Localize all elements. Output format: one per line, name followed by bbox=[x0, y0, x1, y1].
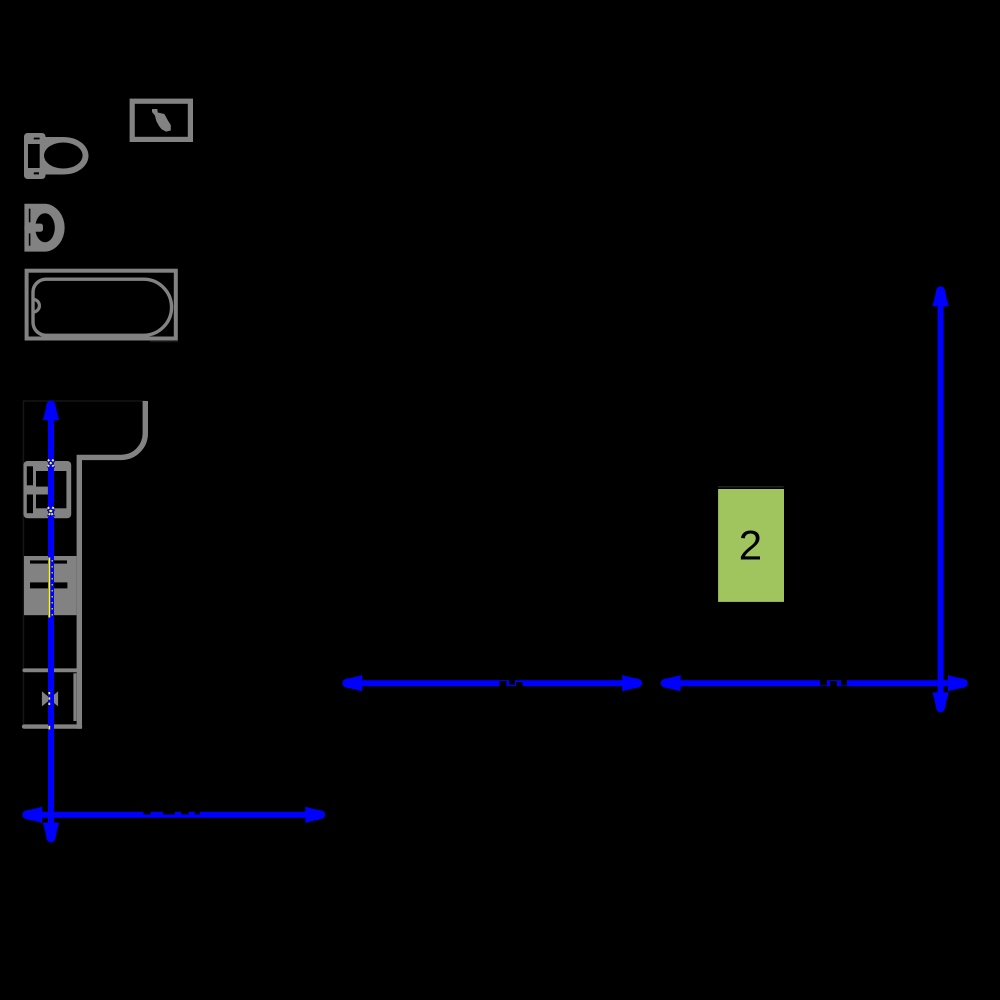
svg-text:2: 2 bbox=[739, 522, 762, 569]
